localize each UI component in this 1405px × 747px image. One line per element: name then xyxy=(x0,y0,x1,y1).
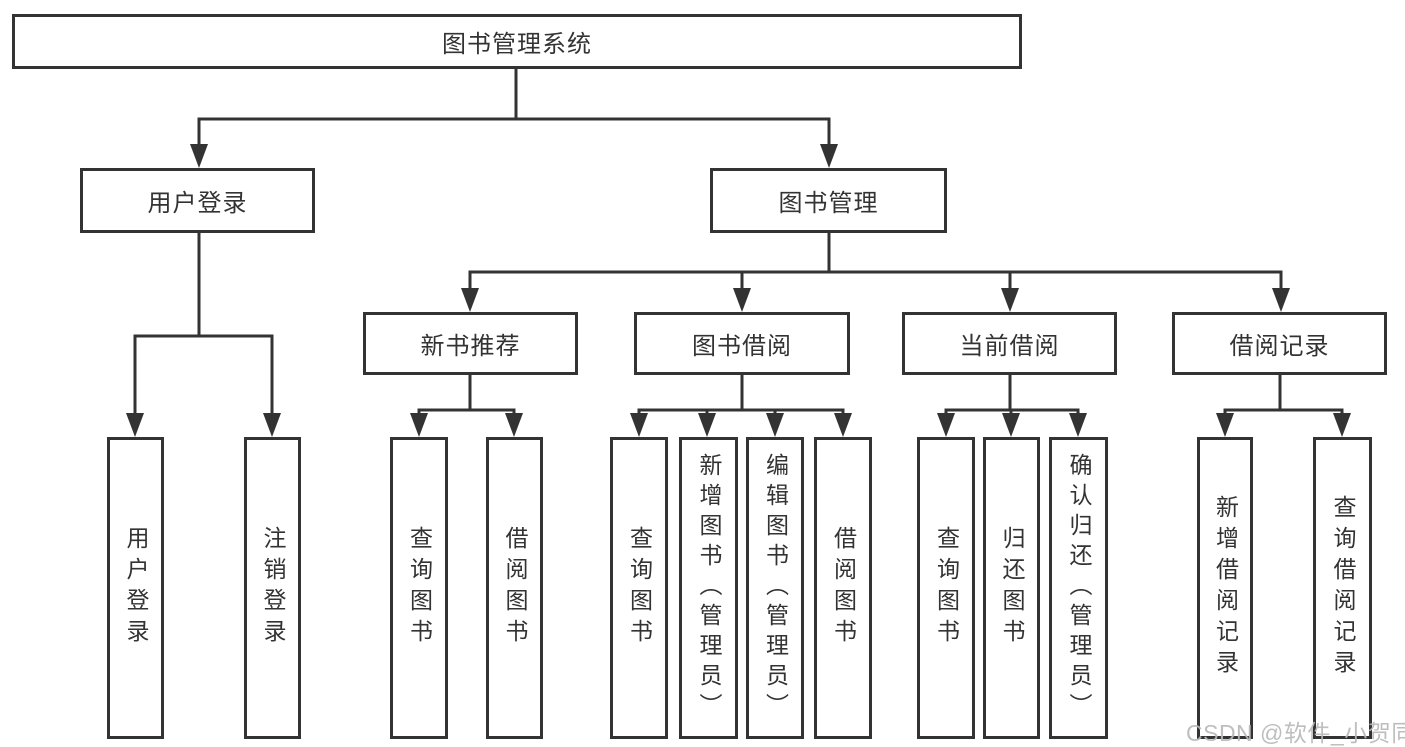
leaf-current-confirm-admin-label: 确认归还（管理员） xyxy=(1066,453,1092,723)
edge-current-borrow-to-leaves xyxy=(937,373,1087,437)
node-book-borrow: 图书借阅 xyxy=(634,312,850,375)
edge-new-books-to-leaves xyxy=(410,373,523,437)
leaf-borrow-query: 查询图书 xyxy=(610,437,668,739)
node-current-borrow: 当前借阅 xyxy=(902,312,1117,375)
leaf-records-add-label: 新增借阅记录 xyxy=(1212,495,1239,681)
leaf-logout-label: 注销登录 xyxy=(260,526,286,650)
edge-book-mgmt-to-level3 xyxy=(461,231,1290,312)
leaf-current-return-label: 归还图书 xyxy=(999,526,1025,650)
leaf-borrow-query-label: 查询图书 xyxy=(626,526,653,650)
leaf-newbooks-borrow-label: 借阅图书 xyxy=(502,526,528,650)
node-root-library-system: 图书管理系统 xyxy=(12,14,1022,69)
leaf-newbooks-borrow: 借阅图书 xyxy=(486,437,543,739)
leaf-user-login: 用户登录 xyxy=(107,437,164,739)
leaf-borrow-edit-admin-label: 编辑图书（管理员） xyxy=(762,453,789,723)
leaf-records-query: 查询借阅记录 xyxy=(1313,437,1372,739)
node-book-mgmt: 图书管理 xyxy=(710,168,947,233)
leaf-records-query-label: 查询借阅记录 xyxy=(1330,495,1356,681)
leaf-current-query-label: 查询图书 xyxy=(933,526,960,650)
node-borrow-records-label: 借阅记录 xyxy=(1229,333,1330,360)
node-user-login-label: 用户登录 xyxy=(147,190,248,217)
node-user-login: 用户登录 xyxy=(80,168,315,233)
node-book-mgmt-label: 图书管理 xyxy=(778,190,879,217)
leaf-borrow-borrow: 借阅图书 xyxy=(814,437,872,739)
edge-user-login-to-leaves xyxy=(126,231,281,437)
leaf-logout: 注销登录 xyxy=(244,437,301,739)
leaf-records-add: 新增借阅记录 xyxy=(1197,437,1253,739)
leaf-borrow-borrow-label: 借阅图书 xyxy=(830,526,857,650)
node-borrow-records: 借阅记录 xyxy=(1172,312,1387,375)
leaf-newbooks-query: 查询图书 xyxy=(390,437,448,739)
node-root-label: 图书管理系统 xyxy=(442,31,592,58)
leaf-current-return: 归还图书 xyxy=(983,437,1040,739)
leaf-borrow-add-admin: 新增图书（管理员） xyxy=(679,437,738,739)
edge-root-to-level2 xyxy=(190,67,838,168)
edge-borrow-records-to-leaves xyxy=(1216,373,1351,437)
node-book-borrow-label: 图书借阅 xyxy=(692,333,792,360)
node-new-books: 新书推荐 xyxy=(363,312,578,375)
leaf-borrow-edit-admin: 编辑图书（管理员） xyxy=(746,437,804,739)
leaf-newbooks-query-label: 查询图书 xyxy=(406,526,433,650)
leaf-borrow-add-admin-label: 新增图书（管理员） xyxy=(696,453,722,723)
node-current-borrow-label: 当前借阅 xyxy=(959,333,1060,360)
leaf-current-query: 查询图书 xyxy=(917,437,975,739)
edge-book-borrow-to-leaves xyxy=(630,373,852,437)
leaf-user-login-label: 用户登录 xyxy=(123,526,149,650)
leaf-current-confirm-admin: 确认归还（管理员） xyxy=(1049,437,1108,739)
csdn-watermark: CSDN @软件_小贺同学 xyxy=(1186,720,1405,746)
node-new-books-label: 新书推荐 xyxy=(420,333,521,360)
